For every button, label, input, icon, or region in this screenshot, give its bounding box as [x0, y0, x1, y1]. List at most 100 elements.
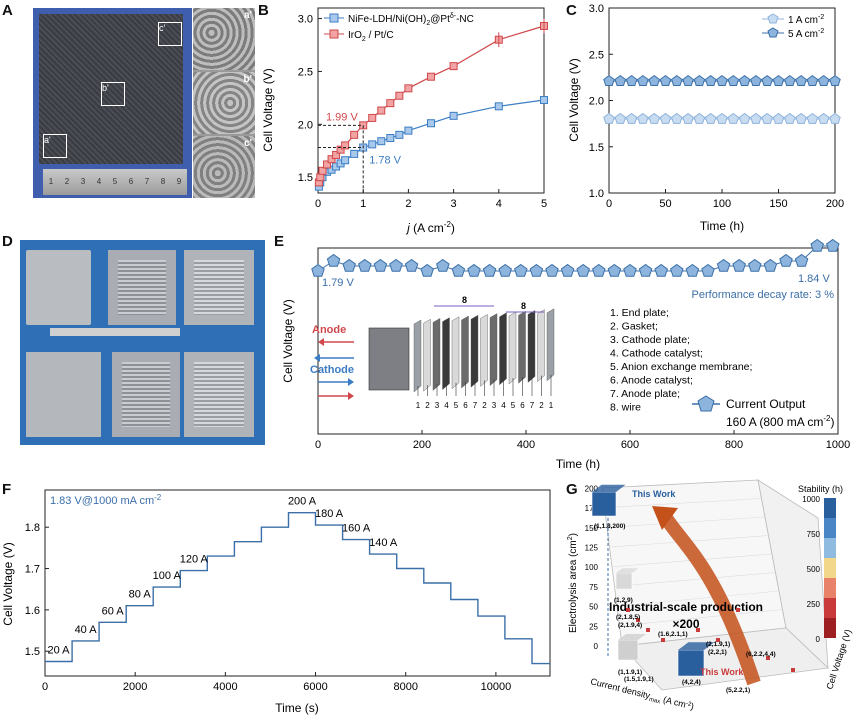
x-tick-label: 2000: [123, 681, 147, 693]
data-point: [386, 134, 395, 143]
part-item: 3. Cathode plate;: [610, 334, 690, 346]
part-item: 8. wire: [610, 402, 641, 414]
ruler-number: 2: [64, 177, 70, 186]
ruler-number: 9: [176, 177, 182, 186]
stack-number: 3: [435, 401, 440, 410]
data-point: [341, 141, 350, 150]
panel-label-e: E: [274, 233, 285, 250]
data-point: [420, 263, 434, 277]
data-point: [449, 111, 458, 120]
sem-images: a' b' c': [193, 8, 255, 198]
data-point: [311, 263, 325, 277]
stack-plate: [546, 308, 555, 382]
scatter-point: [646, 628, 650, 632]
data-point: [682, 112, 694, 124]
grid-line: [606, 516, 766, 528]
x-tick-label: 0: [315, 439, 321, 451]
data-point: [592, 263, 606, 277]
data-point: [482, 263, 497, 277]
x-tick-label: 150: [769, 198, 787, 210]
data-point: [671, 112, 683, 124]
data-point: [761, 112, 773, 124]
panel-label-d: D: [2, 233, 13, 250]
x-tick-label: 0: [606, 198, 612, 210]
legend-marker-nife: [329, 13, 339, 23]
data-point: [389, 258, 403, 272]
x-tick-label: 50: [659, 198, 671, 210]
data-point: [784, 74, 796, 86]
data-point: [727, 112, 740, 124]
z-tick-label: 175: [585, 504, 599, 513]
cube-this-work-top: [592, 484, 626, 492]
z-tick-label: 50: [589, 603, 598, 612]
data-point: [427, 72, 435, 81]
x-tick-label: 800: [725, 439, 743, 451]
current-label: 60 A: [102, 605, 125, 617]
stack-number: 7: [530, 401, 535, 410]
current-label: 100 A: [153, 570, 182, 582]
point-label: (2,1.9,1): [706, 641, 730, 648]
x-tick-label: 4: [496, 198, 502, 210]
scatter-point: [736, 608, 740, 612]
data-point: [350, 130, 359, 139]
x-tick-label: 0: [315, 198, 321, 210]
legend-text-5a: 5 A cm-2: [788, 28, 824, 40]
electrolyzer-photo: [20, 240, 265, 445]
z-tick-label: 125: [585, 544, 599, 553]
data-point: [386, 99, 395, 108]
panel-label-c: C: [566, 2, 577, 19]
x-tick-label: 10000: [481, 681, 512, 693]
colorbar-tick-label: 0: [816, 635, 821, 644]
ruler-number: 3: [80, 177, 86, 186]
scatter-point: [626, 608, 630, 612]
stack-plate: [480, 314, 488, 387]
colorbar-segment: [824, 498, 836, 518]
data-point: [795, 112, 807, 124]
data-point: [373, 258, 388, 272]
data-point: [545, 263, 559, 277]
data-point: [738, 74, 751, 86]
current-label: 120 A: [180, 554, 209, 566]
point-label: (1.5,1.9,1): [624, 676, 654, 683]
data-point: [671, 74, 683, 86]
stack-plate: [508, 311, 517, 385]
y-tick-label: 2.0: [589, 96, 604, 108]
cathode-plate-bottom: [112, 352, 180, 437]
z-tick-label: 150: [585, 524, 599, 533]
annotation-end: 1.84 V: [798, 273, 830, 285]
stack-number: 7: [473, 401, 478, 410]
data-point: [368, 140, 377, 149]
x-tick-label: 6000: [303, 681, 327, 693]
data-point: [659, 112, 672, 124]
data-point: [829, 74, 841, 86]
data-point: [750, 74, 762, 86]
legend-marker-1a: [767, 13, 779, 24]
legend-marker-5a: [767, 27, 779, 38]
y-tick-label: 1.6: [25, 605, 40, 617]
ruler-number: 4: [96, 177, 102, 186]
ruler: 1 2 3 4 5 6 7 8 9: [43, 169, 187, 195]
data-point: [727, 74, 740, 86]
y-tick-label: 1.0: [589, 188, 604, 200]
stack-number: 6: [520, 401, 525, 410]
annotation-start: 1.79 V: [322, 277, 354, 289]
data-point: [368, 113, 377, 122]
data-point: [395, 91, 404, 100]
scatter-point: [696, 628, 700, 632]
ruler-number: 8: [160, 177, 166, 186]
panel-label-b: B: [258, 2, 269, 19]
legend-marker-current: [697, 395, 715, 412]
stack-plate: [451, 316, 460, 390]
data-point: [772, 112, 785, 124]
data-point: [404, 258, 419, 272]
x-tick-label: 5: [541, 198, 547, 210]
colorbar-segment: [824, 578, 836, 598]
electrode-surface: [39, 14, 183, 164]
data-point: [607, 263, 622, 277]
data-point: [342, 258, 356, 272]
stack-plate: [413, 319, 422, 393]
stack-plate: [537, 309, 545, 383]
data-point: [659, 74, 672, 86]
data-point: [648, 74, 660, 86]
